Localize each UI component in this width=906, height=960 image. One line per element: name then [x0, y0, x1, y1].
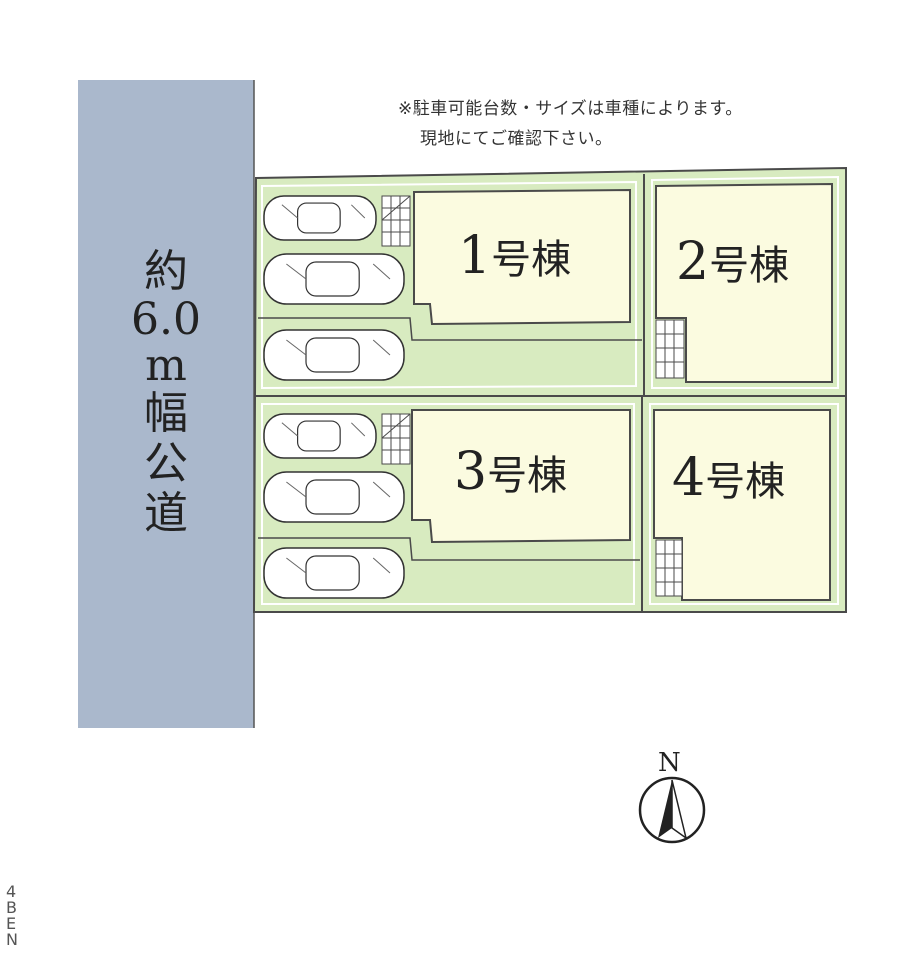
entry-grid-1 [381, 195, 411, 247]
house-1-label: 1号棟 [458, 226, 572, 286]
car-icon [263, 413, 377, 459]
brand-logo: 4 B E N [6, 884, 20, 948]
compass-arrow-light [671, 779, 688, 840]
car-icon [263, 329, 405, 381]
house-3-label: 3号棟 [454, 442, 568, 502]
parking-note-line-1: ※駐車可能台数・サイズは車種によります。 [398, 99, 743, 119]
driveway-1-line [258, 317, 642, 341]
road-label-char: 約 [144, 246, 188, 297]
car-icon [263, 471, 405, 523]
brand-logo-char: B [6, 898, 17, 917]
north-label: N [658, 748, 681, 778]
house-4-label: 4号棟 [672, 448, 786, 508]
road-label-char: 6.0 [131, 294, 201, 345]
road-label-char: m [145, 340, 187, 391]
lot-4-inner [649, 403, 839, 605]
house-4-footprint [653, 409, 831, 601]
driveway-3-line [258, 537, 640, 561]
road [78, 80, 254, 728]
north-compass [638, 776, 706, 844]
road-label-char: 道 [144, 488, 188, 539]
parking-note-line-2: 現地にてご確認下さい。 [420, 129, 613, 149]
house-2-footprint [655, 182, 833, 383]
brand-logo-char: N [6, 930, 18, 949]
lot-1-inner [261, 180, 637, 390]
car-icon [263, 253, 405, 305]
lot-2-inner [651, 175, 839, 389]
house-3-footprint [411, 409, 631, 544]
house-1-footprint [413, 188, 631, 326]
car-icon [263, 547, 405, 599]
compass-arrow-dark [658, 780, 672, 838]
brand-logo-char: 4 [6, 882, 17, 901]
entry-grid-2 [655, 319, 685, 379]
road-label-char: 幅 [144, 388, 188, 439]
entry-grid-3 [381, 413, 411, 465]
road-label-char: 公 [144, 438, 188, 489]
entry-grid-4 [655, 539, 683, 597]
house-2-label: 2号棟 [676, 232, 790, 292]
car-icon [263, 195, 377, 241]
brand-logo-char: E [6, 914, 17, 933]
parking-cars [263, 195, 405, 599]
